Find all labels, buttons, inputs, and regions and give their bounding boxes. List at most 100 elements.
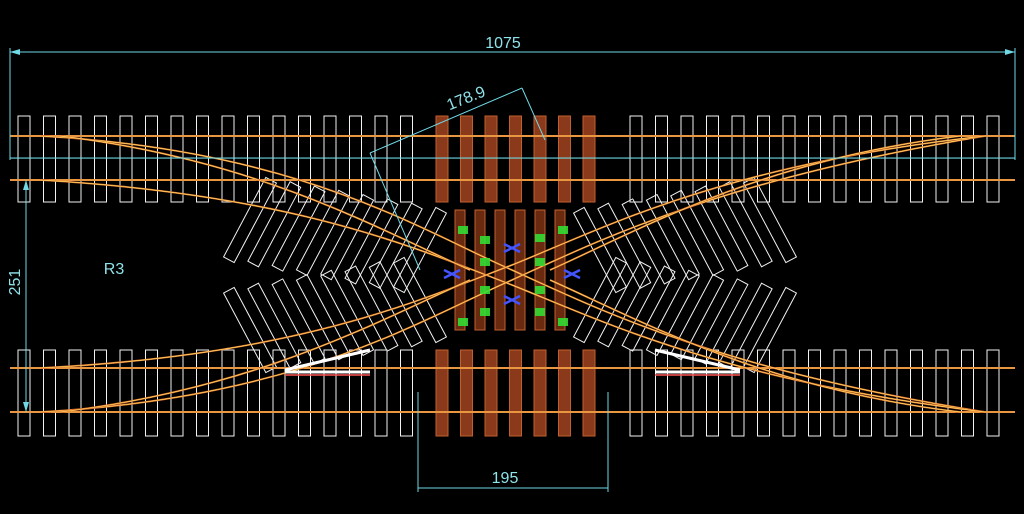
joint-green (535, 234, 545, 242)
sleeper (961, 115, 974, 203)
dimension-arrow (23, 402, 29, 412)
crossing-timber (582, 349, 596, 437)
sleeper (247, 115, 260, 203)
rail (549, 135, 961, 271)
diagonal-sleeper (271, 185, 326, 272)
sleeper (782, 115, 796, 203)
crossing-timber (435, 349, 449, 437)
sleeper (629, 115, 643, 203)
rail (549, 279, 961, 413)
joint-green (480, 258, 490, 266)
rail (59, 279, 471, 413)
crossing-timber (582, 115, 596, 203)
rail (59, 135, 471, 271)
crossing-timber (558, 349, 571, 437)
diagonal-sleeper (247, 181, 302, 268)
crossing-timber (533, 349, 547, 437)
sleeper (221, 349, 235, 437)
sleeper (94, 349, 107, 437)
sleeper (119, 115, 133, 203)
sleeper (323, 115, 337, 203)
diagonal-sleeper (344, 265, 399, 352)
joint-green (480, 286, 490, 294)
joint-green (535, 286, 545, 294)
diagonal-sleeper (295, 189, 350, 277)
central-timber (514, 209, 526, 331)
crossing-timber (460, 349, 473, 437)
dimension-arrow (23, 180, 29, 190)
radius-label: R3 (104, 261, 125, 278)
joint-blue (503, 242, 521, 254)
sleeper (706, 115, 719, 203)
diagonal-sleeper (368, 261, 423, 348)
sleeper (986, 115, 1000, 203)
extension-line (369, 152, 421, 271)
crossing-timber (558, 115, 571, 203)
sleeper (859, 115, 872, 203)
diagonal-sleeper (572, 256, 628, 344)
sleeper (884, 115, 898, 203)
sleeper (145, 349, 158, 437)
joint-green (480, 236, 490, 244)
sleeper (782, 349, 796, 437)
sleeper (17, 349, 31, 437)
joint-green (535, 258, 545, 266)
sleeper (43, 349, 56, 437)
sleeper (145, 115, 158, 203)
joint-blue (503, 294, 521, 306)
sleeper (68, 349, 82, 437)
sleeper (629, 349, 643, 437)
sleeper (298, 349, 311, 437)
point-blade (654, 348, 741, 374)
rail (39, 179, 986, 413)
sleeper (731, 349, 745, 437)
joint-blue (443, 268, 461, 280)
diagonal-sleeper (694, 185, 749, 272)
joint-blue (563, 268, 581, 280)
crossing-timber (484, 349, 498, 437)
sleeper (731, 115, 745, 203)
crossing-timber (435, 115, 449, 203)
joint-green (535, 308, 545, 316)
diagonal-sleeper (742, 286, 798, 374)
joint-green (558, 318, 568, 326)
diagonal-sleeper (645, 193, 700, 281)
diagonal-sleeper (320, 193, 375, 281)
sleeper (808, 349, 821, 437)
diagonal-sleeper (368, 202, 423, 289)
crossing-timber (460, 115, 473, 203)
switch-points (284, 348, 741, 376)
crossing-timber (509, 349, 522, 437)
sleeper (94, 115, 107, 203)
crossing-length-label: 195 (492, 470, 519, 487)
joint-green (458, 318, 468, 326)
diagonal-sleeper (621, 265, 676, 352)
sleeper (935, 115, 949, 203)
joint-green (480, 308, 490, 316)
sleeper (808, 115, 821, 203)
sleeper (68, 115, 82, 203)
rail (39, 135, 986, 413)
sleeper (272, 349, 286, 437)
diagonal-sleeper (645, 269, 700, 357)
sleeper (196, 115, 209, 203)
sleeper (349, 115, 362, 203)
sleeper (400, 115, 413, 203)
extension-line (521, 87, 546, 141)
sleeper (986, 349, 1000, 437)
sleeper (961, 349, 974, 437)
dimension-arrow (1005, 49, 1015, 55)
crossing-timber (484, 115, 498, 203)
diagonal-sleeper (597, 202, 652, 289)
sleeper (323, 349, 337, 437)
sleeper (757, 349, 770, 437)
sleeper (400, 349, 413, 437)
rails (10, 135, 1015, 413)
diagonal-sleeper (597, 261, 652, 348)
sleeper (884, 349, 898, 437)
joint-green (558, 226, 568, 234)
point-blade (284, 348, 371, 374)
dimension-arrow (10, 49, 20, 55)
